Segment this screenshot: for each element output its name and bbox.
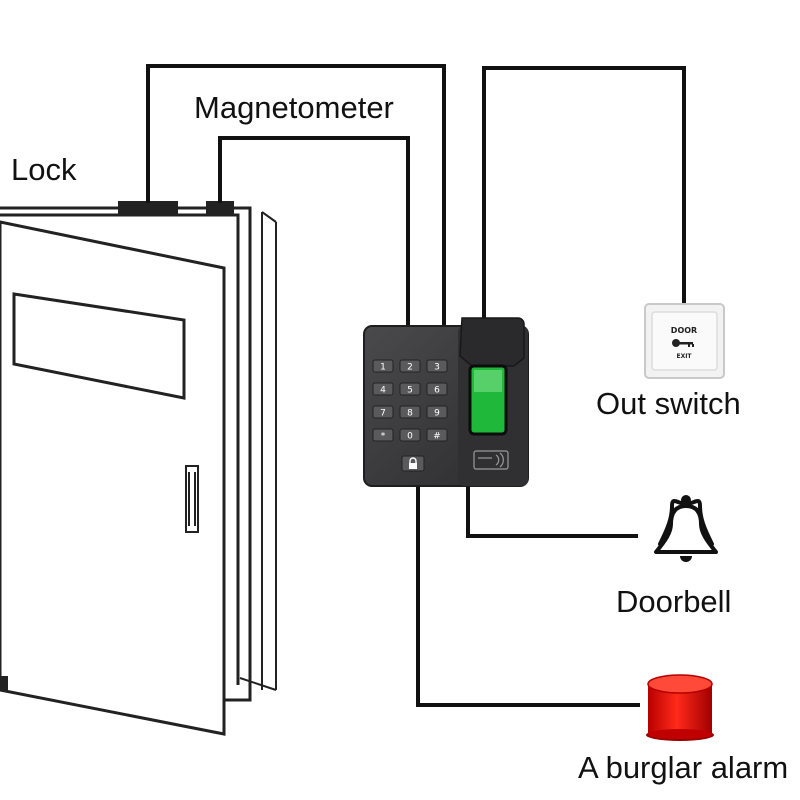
magnetometer-device	[206, 201, 234, 215]
keypad-key-label: *	[381, 432, 386, 442]
exit-switch: DOOR EXIT	[644, 303, 725, 379]
lock-wire	[146, 64, 446, 326]
keypad-key: 6	[426, 382, 448, 396]
keypad-key: 8	[399, 405, 421, 419]
keypad-key: 4	[372, 382, 394, 396]
doorbell-wire	[466, 486, 638, 538]
keypad-key: #	[426, 428, 448, 442]
keypad-key: 0	[399, 428, 421, 442]
keypad-key: 2	[399, 359, 421, 373]
label-doorbell: Doorbell	[616, 584, 732, 619]
alarm-wire	[416, 486, 640, 707]
keypad-key: 3	[426, 359, 448, 373]
out-switch-wire	[482, 66, 686, 318]
keypad-key-label: 0	[407, 432, 413, 442]
keypad-key-label: 1	[380, 363, 386, 373]
keypad-key: 5	[399, 382, 421, 396]
keypad-key-label: 2	[407, 363, 413, 373]
door	[0, 220, 226, 736]
keypad-key-label: 9	[434, 409, 440, 419]
magnetometer-wire	[218, 136, 410, 326]
padlock-icon	[409, 457, 417, 469]
label-burglar-alarm: A burglar alarm	[578, 750, 789, 785]
door-window	[12, 292, 186, 400]
label-out-switch: Out switch	[596, 386, 741, 421]
keypad-key: 1	[372, 359, 394, 373]
keypad-key-label: 4	[380, 386, 386, 396]
label-magnetometer: Magnetometer	[194, 90, 394, 125]
switch-label-door: DOOR	[671, 326, 697, 335]
key-icon	[672, 339, 694, 347]
access-control-reader: 1 2 3 4 5 6 7 8 9 * 0 #	[363, 317, 529, 487]
keypad-key-label: #	[433, 432, 441, 442]
keypad-key: 9	[426, 405, 448, 419]
siren-icon	[646, 674, 714, 741]
card-reader-icon	[473, 450, 509, 470]
keypad-key-label: 7	[380, 409, 386, 419]
keypad-key: 7	[372, 405, 394, 419]
fingerprint-hood	[459, 317, 525, 367]
door-handle	[185, 465, 199, 533]
lock-device	[118, 201, 178, 215]
keypad: 1 2 3 4 5 6 7 8 9 * 0 #	[372, 359, 448, 442]
bell-icon	[654, 495, 718, 562]
keypad-key-label: 3	[434, 363, 440, 373]
keypad-key-label: 6	[434, 386, 440, 396]
keypad-key-label: 8	[407, 409, 413, 419]
keypad-key: *	[372, 428, 394, 442]
keypad-key-label: 5	[407, 386, 413, 396]
label-lock: Lock	[11, 152, 77, 187]
switch-label-exit: EXIT	[676, 353, 692, 360]
wires	[146, 64, 686, 707]
